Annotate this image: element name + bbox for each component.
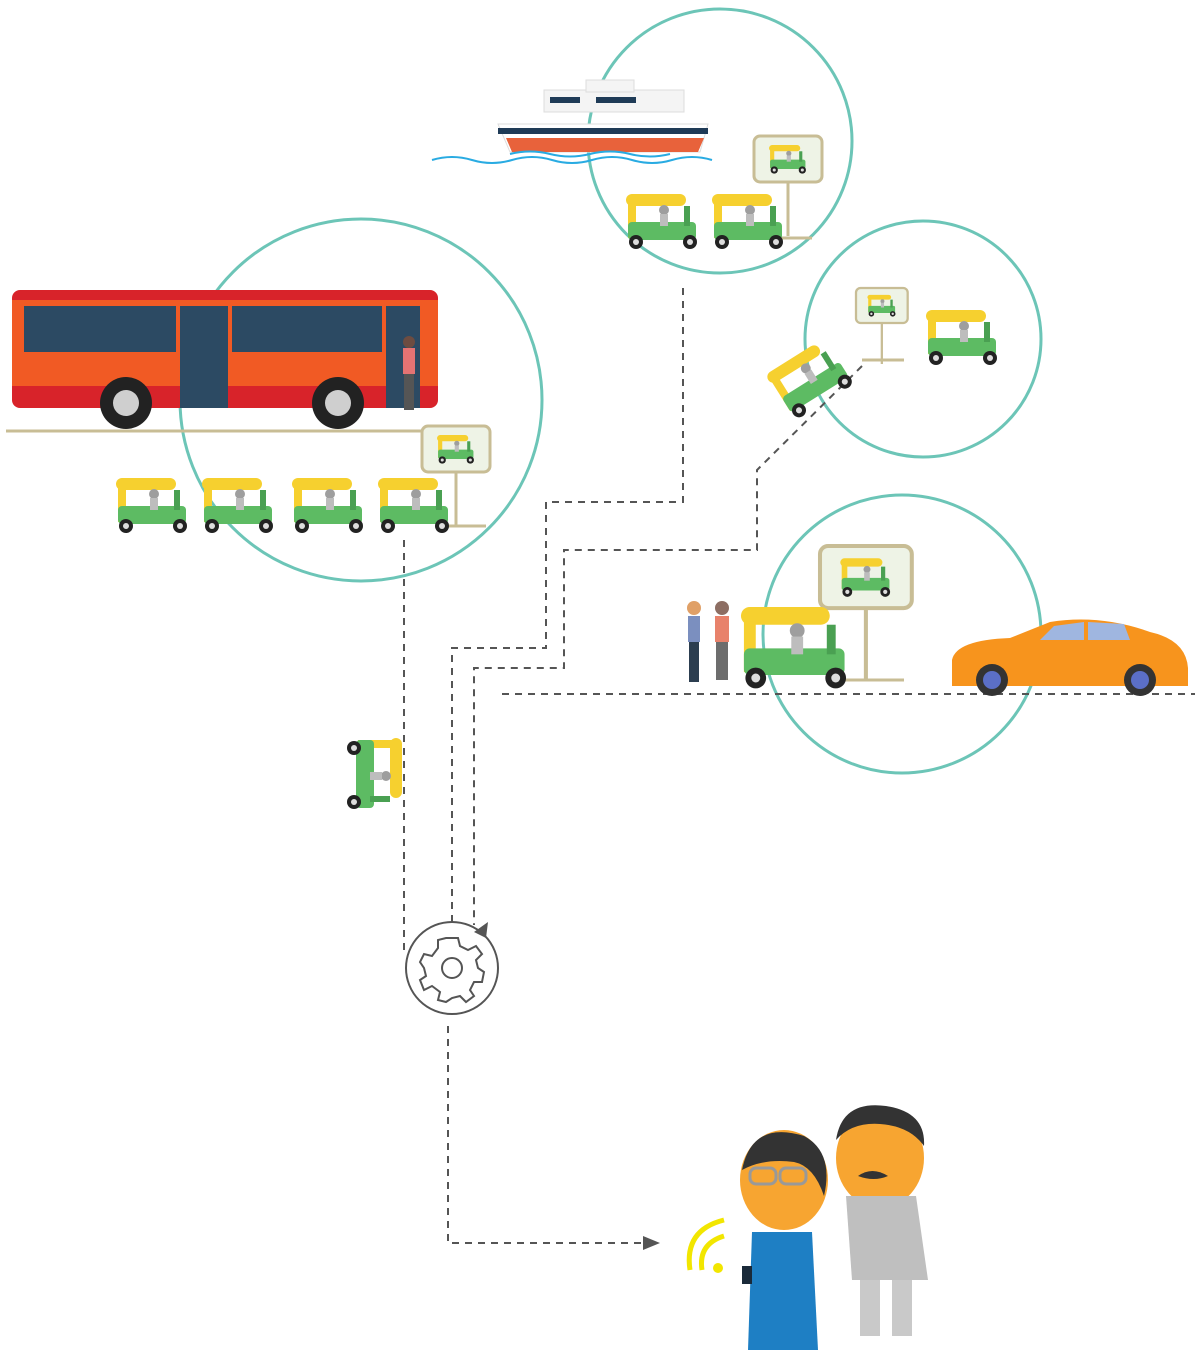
taxi-stand-sign-icon — [754, 136, 822, 236]
stand-hub-circle — [803, 219, 1043, 459]
gear-icon — [405, 921, 499, 1015]
route-lines — [403, 288, 1195, 1244]
auto-rickshaw-icon — [926, 310, 997, 365]
bus-icon — [12, 290, 438, 429]
auto-rickshaw-icon — [765, 337, 855, 422]
arrow-head-icon — [643, 1236, 660, 1250]
waiting-passengers — [687, 601, 729, 682]
auto-rickshaw-icon — [740, 606, 847, 689]
rotate-arrow-icon — [474, 922, 488, 938]
pickup-hub-circle — [761, 493, 1043, 775]
auto-rickshaw-icon — [712, 194, 783, 249]
auto-rickshaw-icon — [626, 194, 697, 249]
car-icon — [952, 619, 1188, 696]
taxi-stand-sign-icon — [856, 288, 908, 364]
auto-rickshaw-icon — [116, 478, 187, 533]
passenger-couple-icon — [686, 1105, 928, 1350]
ferry-icon — [497, 79, 709, 153]
auto-rickshaw-icon — [347, 738, 402, 809]
wifi-signal-icon — [713, 1263, 723, 1273]
water-waves — [431, 150, 713, 164]
auto-rickshaw-icon — [292, 478, 363, 533]
auto-rickshaw-icon — [378, 478, 449, 533]
